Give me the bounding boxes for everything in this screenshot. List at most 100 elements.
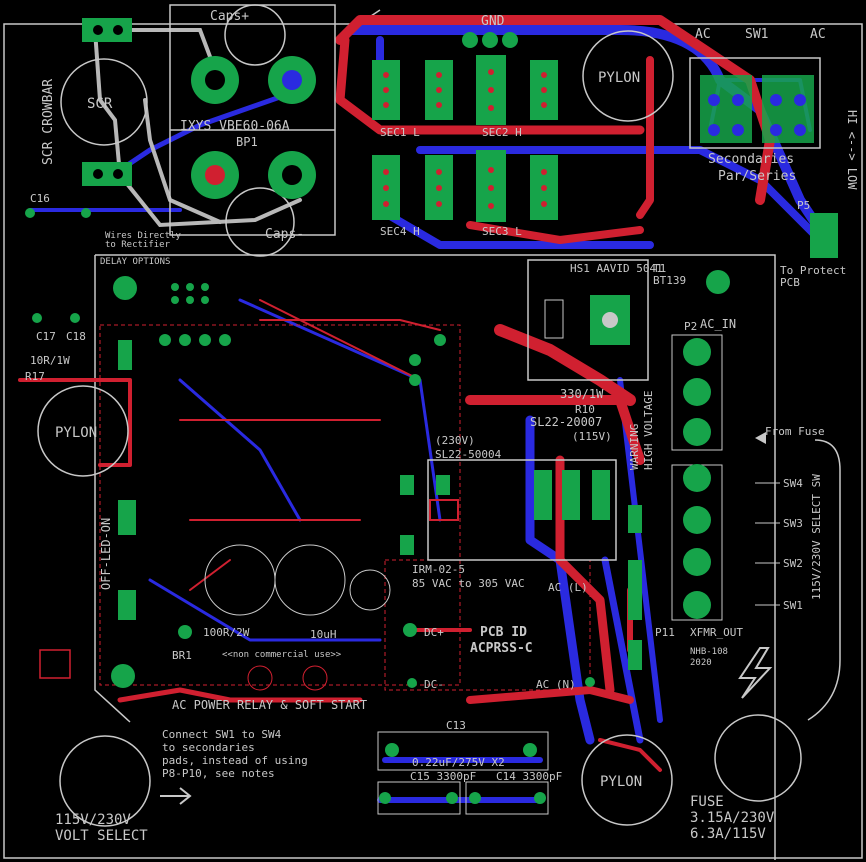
irm-label: IRM-02-5 (412, 563, 465, 576)
sl22-2000-label: SL22-20007 (530, 415, 602, 429)
to-protect-label: To Protect (780, 264, 846, 277)
c15-label: C15 3300pF (410, 770, 476, 783)
soft-start-outline (99, 324, 461, 686)
sw1-bottom-label: SW1 (783, 599, 803, 612)
warning-label: WARNING (628, 424, 641, 470)
v115-label: (115V) (572, 430, 612, 443)
bridge-mount-bottom (225, 187, 295, 257)
volt-select-circle (59, 735, 151, 827)
bp1-label: BP1 (236, 135, 258, 149)
sw4-label: SW4 (783, 477, 803, 490)
p2-label: P2 (684, 320, 697, 333)
scr-crowbar-label: SCR CROWBAR (41, 79, 56, 165)
sec3-label: SEC3 L (482, 225, 522, 238)
delay-options-label: DELAY OPTIONS (100, 257, 170, 267)
gnd-label: GND (481, 14, 505, 29)
r10-value-label: 330/1W (560, 387, 604, 401)
dc-plus-label: DC+ (424, 626, 444, 639)
scr-crowbar-circle (60, 58, 148, 146)
pylon-label-top: PYLON (598, 70, 640, 86)
note-line-2: to secondaries (162, 741, 255, 754)
c13-label: C13 (446, 719, 466, 732)
right-terminals (671, 213, 838, 621)
non-commercial-label: <<non commercial use>> (222, 650, 342, 660)
fuse-arrowhead-icon (755, 432, 766, 444)
fuse-rating-2: 6.3A/115V (690, 826, 766, 842)
bt139-label: BT139 (653, 274, 686, 287)
r10-label: R10 (575, 403, 595, 416)
note-line-1: Connect SW1 to SW4 (162, 728, 282, 741)
pylons (37, 4, 802, 827)
xfmr-out-label: XFMR_OUT (690, 626, 743, 639)
logo-box (39, 649, 71, 679)
fuse-label: FUSE (690, 794, 724, 810)
lightning-icon (738, 647, 773, 699)
r17-value-label: 10R/1W (30, 354, 70, 367)
pylon-label-bottom: PYLON (600, 774, 642, 790)
pcb-id-label: PCB ID (480, 625, 527, 640)
electrolytics (204, 544, 391, 691)
caps-minus-label: Caps- (265, 227, 304, 242)
fuse-circle (714, 714, 802, 802)
sw-label-lines (755, 482, 780, 606)
r-value-label: 100R/2W (203, 626, 250, 639)
sw1-label: SW1 (745, 27, 768, 42)
from-fuse-label: From Fuse (765, 425, 825, 438)
c18-label: C18 (66, 330, 86, 343)
ac-in-label: AC_IN (700, 317, 736, 331)
v230-label: (230V) (435, 434, 475, 447)
dc-minus-label: DC- (424, 678, 444, 691)
c13-value-label: 0.22uF/275V X2 (412, 756, 505, 769)
sec1-label: SEC1 L (380, 126, 420, 139)
par-series-label: Par/Series (718, 169, 796, 184)
ac-n-label: AC (N) (536, 678, 576, 691)
sl22-5000-label: SL22-50004 (435, 448, 502, 461)
to-rectifier-label: to Rectifier (105, 240, 171, 250)
pcb-label: PCB (780, 276, 800, 289)
pylon-top-right (582, 30, 674, 122)
ac-l-label: AC (L) (548, 581, 588, 594)
note-line-3: pads, instead of using (162, 754, 308, 767)
ac-relay-label: AC POWER RELAY & SOFT START (172, 698, 367, 712)
off-led-on-label: OFF-LED-ON (99, 518, 113, 590)
ac-left-label: AC (695, 27, 711, 42)
sec4-label: SEC4 H (380, 225, 420, 238)
fuse-arrow-line (807, 439, 841, 721)
c14-label: C14 3300pF (496, 770, 562, 783)
ixys-label: IXYS VBE60-06A (180, 119, 290, 134)
sw1-switch (689, 57, 821, 149)
high-voltage-label: HIGH VOLTAGE (642, 391, 655, 470)
misc-pads (25, 208, 730, 688)
fuse-rating-1: 3.15A/230V (690, 810, 775, 826)
sec2-label: SEC2 H (482, 126, 522, 139)
secondaries-label: Secondaries (708, 152, 794, 167)
select-sw-label: 115V/230V SELECT SW (810, 474, 823, 600)
r17-label: R17 (25, 370, 45, 383)
year-label: 2020 (690, 658, 712, 668)
ac-right-label: AC (810, 27, 826, 42)
red-traces (18, 15, 775, 772)
relay (427, 459, 617, 561)
scr-pads (82, 18, 132, 186)
sw3-label: SW3 (783, 517, 803, 530)
scr-label: SCR (87, 96, 113, 112)
irm-range-label: 85 VAC to 305 VAC (412, 577, 525, 590)
volt-select-line-2: VOLT SELECT (55, 828, 148, 844)
bridge-pads (169, 4, 336, 236)
volt-select-arrow-icon (160, 787, 192, 805)
pylon-bottom (581, 734, 673, 826)
wires-direct-label: Wires Directly (105, 231, 181, 241)
br1-label: BR1 (172, 649, 192, 662)
hs1-label: HS1 AAVID 5041 (570, 262, 663, 275)
volt-select-line-1: 115V/230V (55, 812, 131, 828)
sw2-label: SW2 (783, 557, 803, 570)
nhb-label: NHB-108 (690, 647, 728, 657)
pylon-left (37, 385, 129, 477)
uh-label: 10uH (310, 628, 337, 641)
c17-label: C17 (36, 330, 56, 343)
pylon-label-left: PYLON (55, 425, 97, 441)
p11-label: P11 (655, 626, 675, 639)
t1-label: T1 (653, 262, 666, 275)
